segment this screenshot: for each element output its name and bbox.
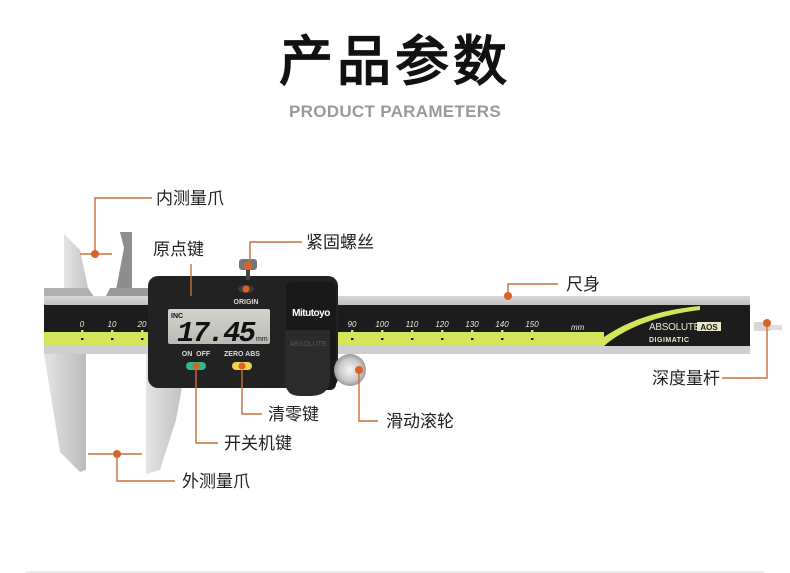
page-title: 产品参数 bbox=[279, 30, 511, 93]
scale-tick-label: 120 bbox=[435, 320, 449, 329]
scale-tick-label: 90 bbox=[348, 320, 357, 329]
lock-screw-dot bbox=[244, 262, 252, 270]
power-dot bbox=[192, 362, 200, 370]
label-lock-screw: 紧固螺丝 bbox=[306, 233, 374, 253]
scale-unit: mm bbox=[571, 323, 585, 332]
scale-tick-label: 150 bbox=[525, 320, 539, 329]
origin-label: ORIGIN bbox=[234, 299, 259, 306]
scale-tick-mark bbox=[471, 330, 474, 338]
thumb-wheel[interactable] bbox=[334, 354, 366, 386]
scale-tick-mark bbox=[81, 330, 84, 338]
onoff-label: ON OFF bbox=[182, 351, 211, 358]
bottom-divider bbox=[26, 571, 764, 573]
callout-dots bbox=[91, 250, 771, 458]
scale-tick-mark bbox=[381, 330, 384, 338]
scale-tick-mark bbox=[501, 330, 504, 338]
label-origin-key: 原点键 bbox=[153, 240, 204, 260]
label-zero-key: 清零键 bbox=[268, 405, 319, 425]
depth-rod-tip bbox=[770, 325, 782, 330]
scale-tick-mark bbox=[441, 330, 444, 338]
beam-bottom-edge bbox=[44, 346, 750, 354]
beam-dot bbox=[504, 292, 512, 300]
lcd-reading: 17.45 bbox=[177, 317, 256, 350]
scale-tick-label: 10 bbox=[108, 320, 117, 329]
thumb-pad bbox=[285, 330, 330, 396]
brand-logo: Mitutoyo bbox=[292, 308, 330, 319]
scale-ticks: 0 10 20 90 100 110 120 130 140 150 bbox=[80, 320, 539, 340]
scale-tick-label: 100 bbox=[375, 320, 389, 329]
page-subtitle: PRODUCT PARAMETERS bbox=[289, 102, 501, 121]
scale-tick-label: 110 bbox=[406, 320, 419, 329]
label-depth-rod: 深度量杆 bbox=[652, 369, 720, 389]
beam-logo-badge: AOS bbox=[700, 323, 718, 332]
label-thumb-roller: 滑动滚轮 bbox=[386, 412, 454, 432]
depth-rod-dot bbox=[763, 319, 771, 327]
beam-swoosh bbox=[592, 306, 700, 346]
scale-tick-mark bbox=[411, 330, 414, 338]
label-power-key: 开关机键 bbox=[224, 434, 292, 454]
scale-tick-mark bbox=[141, 330, 144, 338]
zeroabs-label: ZERO ABS bbox=[224, 351, 260, 358]
scale-tick-mark bbox=[531, 330, 534, 338]
label-beam: 尺身 bbox=[566, 275, 600, 295]
scale-tick-label: 130 bbox=[465, 320, 479, 329]
inner-jaws bbox=[44, 232, 150, 300]
beam-logo-badge-bg bbox=[697, 322, 721, 331]
depth-rod bbox=[754, 322, 770, 331]
outer-jaw-dot bbox=[113, 450, 121, 458]
lock-screw-stem bbox=[246, 266, 250, 280]
scale-tick-mark bbox=[351, 330, 354, 338]
scale-tick-label: 20 bbox=[137, 320, 147, 329]
inner-jaw-dot bbox=[91, 250, 99, 258]
label-inner-jaw: 内测量爪 bbox=[156, 189, 224, 209]
lcd-unit: mm bbox=[256, 336, 268, 343]
lcd-screen bbox=[168, 309, 270, 344]
wheel-dot bbox=[355, 366, 363, 374]
beam-logo: ABSOLUTE bbox=[649, 322, 701, 333]
lcd-mode: INC bbox=[171, 313, 183, 320]
zero-dot bbox=[238, 362, 246, 370]
origin-dot bbox=[242, 285, 250, 293]
scale-tick-label: 140 bbox=[495, 320, 509, 329]
label-outer-jaw: 外测量爪 bbox=[182, 472, 250, 492]
beam-sublogo: DIGIMATIC bbox=[649, 337, 690, 344]
scale-tick-label: 0 bbox=[80, 320, 85, 329]
beam-top-edge bbox=[44, 296, 750, 306]
thumb-label: ABSOLUTE bbox=[289, 341, 327, 348]
scale-tick-mark bbox=[111, 330, 114, 338]
